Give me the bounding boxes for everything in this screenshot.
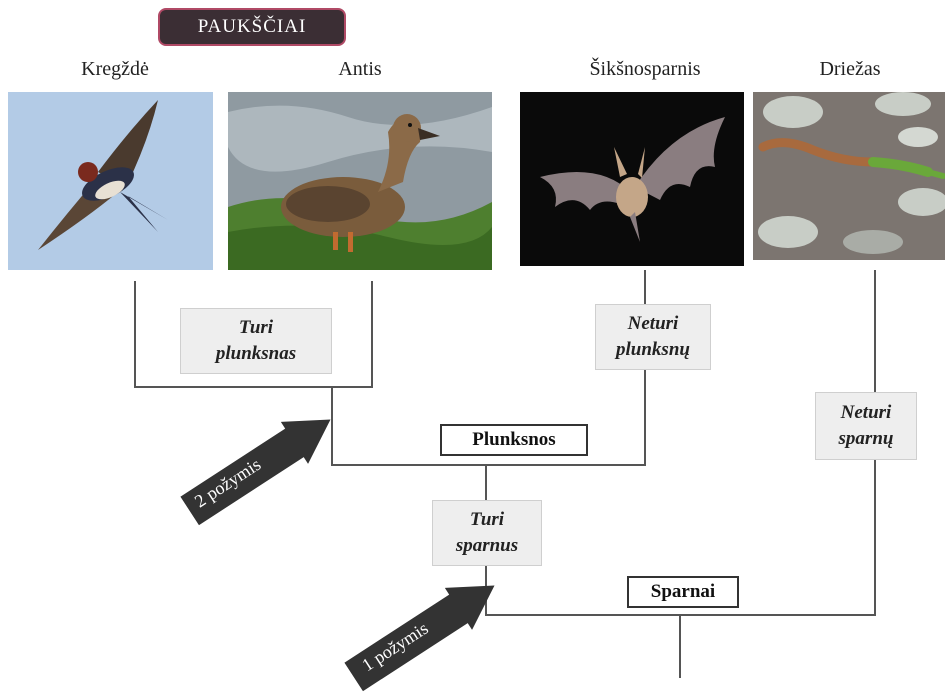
label-has-feathers: Turi plunksnas — [180, 308, 332, 374]
label-no-wings-line2: sparnų — [839, 426, 894, 452]
animal-name-bat: Šikšnosparnis — [545, 58, 745, 81]
label-no-feathers: Neturi plunksnų — [595, 304, 711, 370]
label-has-wings-line1: Turi — [470, 507, 504, 533]
label-no-wings: Neturi sparnų — [815, 392, 917, 460]
duck-photo — [228, 92, 492, 270]
label-has-wings: Turi sparnus — [432, 500, 542, 566]
animal-name-lizard: Driežas — [765, 58, 935, 81]
bird-group-label: PAUKŠČIAI — [198, 16, 307, 38]
trait-feathers-label: Plunksnos — [472, 429, 555, 451]
label-no-feathers-line1: Neturi — [628, 311, 679, 337]
animal-name-duck: Antis — [265, 58, 455, 81]
bird-group-badge: PAUKŠČIAI — [158, 8, 346, 46]
trait-wings-box: Sparnai — [627, 576, 739, 608]
trait-feathers-box: Plunksnos — [440, 424, 588, 456]
lizard-photo — [753, 92, 945, 260]
label-has-feathers-line1: Turi — [239, 315, 273, 341]
label-has-feathers-line2: plunksnas — [216, 341, 296, 367]
label-has-wings-line2: sparnus — [456, 533, 518, 559]
bat-photo — [520, 92, 744, 266]
animal-name-swallow: Kregždė — [20, 58, 210, 81]
label-no-wings-line1: Neturi — [841, 400, 892, 426]
swallow-photo — [8, 92, 213, 270]
trait-wings-label: Sparnai — [651, 581, 715, 603]
label-no-feathers-line2: plunksnų — [616, 337, 690, 363]
